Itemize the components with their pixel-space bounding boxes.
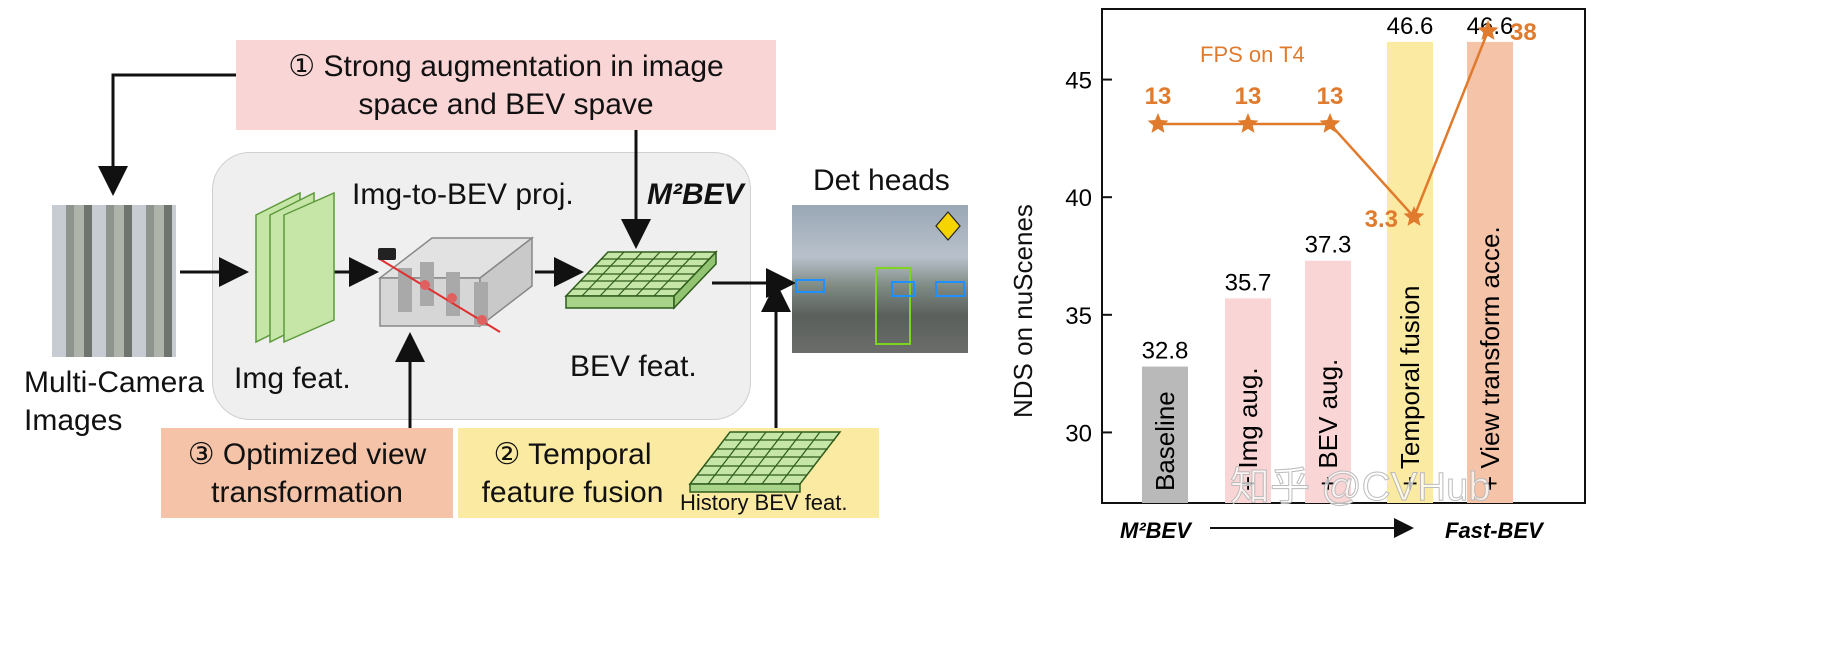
bar-category-label: Baseline	[1150, 391, 1180, 491]
history-bev-label: History BEV feat.	[680, 490, 848, 515]
step3-box: ③ Optimized view transformation	[161, 428, 453, 518]
img-to-bev-label: Img-to-BEV proj.	[352, 178, 574, 211]
bar-value-label: 32.8	[1142, 338, 1189, 365]
chart-ylabel: NDS on nuScenes	[1008, 204, 1038, 418]
camera-icon	[378, 248, 396, 260]
bar-category-label: + BEV aug.	[1313, 359, 1343, 491]
fps-point-star	[1319, 113, 1341, 133]
bar-value-label: 46.6	[1387, 13, 1434, 40]
fps-point-star	[1237, 113, 1259, 133]
bev-feat-grid	[564, 250, 718, 310]
multi-camera-label: Multi-Camera Images	[24, 366, 205, 437]
multi-camera-images-photo	[52, 205, 176, 357]
bar-category-label: + Img aug.	[1233, 367, 1263, 491]
bar-category-label: + Temporal fusion	[1395, 286, 1425, 491]
y-tick-label: 45	[1065, 68, 1092, 95]
img-feat-planes	[255, 191, 335, 344]
img-feat-label: Img feat.	[234, 362, 351, 395]
bar	[1467, 41, 1513, 503]
bar	[1305, 260, 1351, 503]
fps-value-label: 13	[1145, 83, 1172, 110]
fps-series-label: FPS on T4	[1200, 42, 1305, 67]
fps-value-label: 38	[1510, 19, 1537, 46]
y-tick-label: 30	[1065, 420, 1092, 447]
bar	[1387, 41, 1433, 503]
fps-point-star	[1477, 20, 1499, 40]
step1-text: ① Strong augmentation in image space and…	[288, 50, 724, 121]
arrow-step1-to-cameras	[98, 73, 236, 196]
fps-value-label: 3.3	[1365, 206, 1398, 233]
watermark: 知乎 @CVHub	[1230, 465, 1491, 509]
fps-value-label: 13	[1317, 83, 1344, 110]
y-tick-label: 40	[1065, 185, 1092, 212]
m2bev-label: M²BEV	[647, 178, 744, 211]
y-axis-ticks: 30 35 40 45	[1065, 68, 1112, 447]
projection-cube	[377, 236, 535, 333]
fps-point-star	[1147, 113, 1169, 133]
x-end-label: Fast-BEV	[1445, 518, 1545, 543]
bev-feat-label: BEV feat.	[570, 350, 697, 383]
history-bev-grid	[688, 431, 842, 493]
bar-value-label: 37.3	[1305, 232, 1352, 259]
x-start-label: M²BEV	[1120, 518, 1193, 543]
diagram-graphics	[98, 73, 965, 493]
detection-overlay	[795, 211, 965, 345]
fps-series: 13 13 13 3.3 38	[1145, 19, 1537, 233]
step3-text: ③ Optimized view transformation	[187, 438, 427, 509]
fps-point-star	[1403, 206, 1425, 226]
step2-text: ② Temporal feature fusion	[481, 438, 664, 509]
bar	[1225, 298, 1271, 503]
bar-value-label: 35.7	[1225, 269, 1272, 296]
fps-value-label: 13	[1235, 83, 1262, 110]
pedestrian-sign-icon	[935, 211, 961, 241]
y-tick-label: 35	[1065, 303, 1092, 330]
step1-box: ① Strong augmentation in image space and…	[236, 40, 776, 130]
bar	[1142, 366, 1188, 503]
det-heads-label: Det heads	[813, 164, 950, 197]
bar-category-label: + View transform acce.	[1475, 226, 1505, 491]
